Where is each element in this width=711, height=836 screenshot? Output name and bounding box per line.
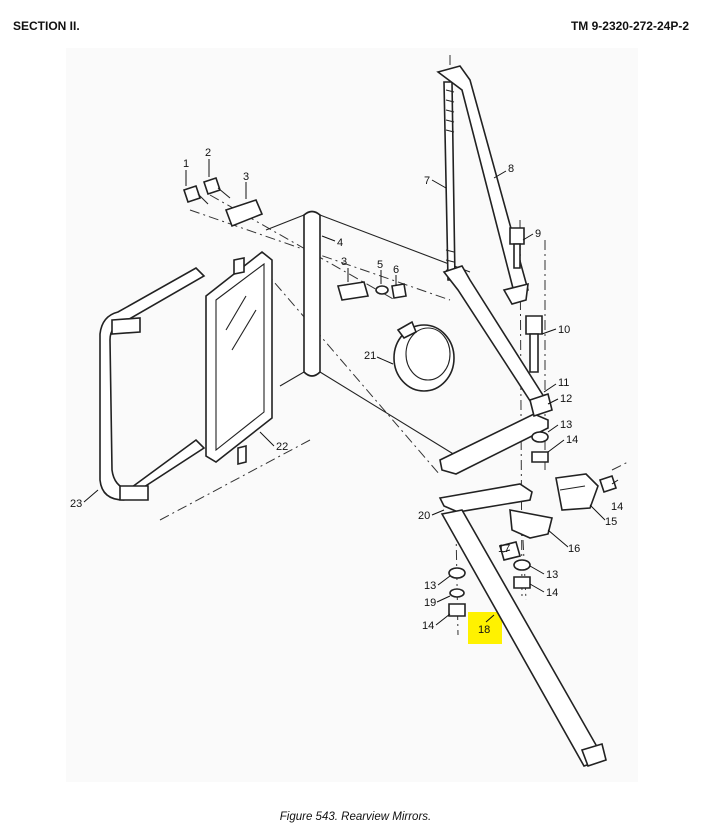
rod-7-thread — [445, 89, 455, 273]
convex-mirror-inner — [405, 327, 451, 381]
callout-13-upper: 13 — [560, 419, 572, 431]
washer-5 — [375, 285, 389, 295]
screw-2-head — [202, 176, 222, 196]
clamp-3-lower — [336, 281, 370, 301]
callout-14-lower-right: 14 — [546, 587, 558, 599]
callout-17: 17 — [498, 543, 510, 555]
mirror-arm-23 — [99, 267, 206, 501]
callout-21: 21 — [364, 350, 376, 362]
callout-13-left: 13 — [424, 580, 436, 592]
section-heading: SECTION II. — [13, 19, 80, 33]
callout-12: 12 — [560, 393, 572, 405]
bolt-10-shank — [529, 333, 539, 373]
bracket-20 — [438, 483, 533, 513]
bolt-17-head — [499, 541, 521, 561]
callout-10: 10 — [558, 324, 570, 336]
callout-7: 7 — [424, 175, 430, 187]
convex-mirror-stud — [396, 320, 418, 340]
callout-18: 18 — [478, 624, 490, 636]
washer-13-right — [513, 559, 531, 571]
mast-lines — [265, 214, 305, 387]
washer-13 — [531, 431, 549, 443]
callout-leaders — [83, 159, 619, 626]
arm-23-upper-plate — [111, 317, 141, 335]
mirror-reflection — [225, 295, 257, 351]
nut-14 — [531, 451, 549, 463]
mirror-head-22 — [205, 250, 273, 463]
arm-clamp-plate — [529, 392, 553, 418]
screw-2-shank — [217, 187, 231, 199]
nut-14-right — [598, 474, 618, 494]
brace-8-foot — [502, 282, 529, 305]
callout-8: 8 — [508, 163, 514, 175]
mast-tube — [303, 210, 321, 377]
mirror-head-bottom-stud — [237, 444, 247, 466]
callout-11: 11 — [558, 377, 569, 389]
callout-2: 2 — [205, 147, 211, 159]
mast-braces — [319, 214, 471, 456]
callout-18-highlight — [468, 612, 502, 644]
center-lines — [159, 55, 629, 636]
callout-labels: 1 2 3 4 3 5 6 7 8 9 10 11 12 13 14 21 22… — [70, 147, 623, 636]
callout-14-left: 14 — [422, 620, 434, 632]
callout-13-right: 13 — [546, 569, 558, 581]
bracket-16 — [509, 509, 553, 539]
mirror-head-top-stud — [233, 257, 245, 275]
washer-19 — [449, 588, 465, 598]
callout-15: 15 — [605, 516, 617, 528]
callout-1: 1 — [183, 158, 189, 170]
washer-13-left — [448, 567, 466, 579]
callout-22: 22 — [276, 441, 288, 453]
arm-23-lower-plate — [119, 485, 149, 501]
callout-3-lower: 3 — [341, 256, 347, 268]
callout-14-right: 14 — [611, 501, 623, 513]
callout-4: 4 — [337, 237, 343, 249]
plate-15-slot — [559, 485, 586, 491]
nut-14-left — [448, 603, 466, 617]
screw-1-head — [182, 184, 202, 204]
screw-1-shank — [197, 193, 209, 205]
nut-6 — [391, 283, 407, 299]
callout-20: 20 — [418, 510, 430, 522]
nut-14-lower-right — [513, 576, 531, 589]
callout-23: 23 — [70, 498, 82, 510]
callout-6: 6 — [393, 264, 399, 276]
figure-caption: Figure 543. Rearview Mirrors. — [279, 811, 432, 823]
plate-15 — [555, 473, 599, 511]
clamp-3-upper — [224, 199, 264, 228]
callout-3-upper: 3 — [243, 171, 249, 183]
callout-9: 9 — [535, 228, 541, 240]
callout-5: 5 — [377, 259, 383, 271]
tm-number: TM 9-2320-272-24P-2 — [570, 19, 689, 33]
bolt-10-head — [525, 315, 543, 335]
callout-19: 19 — [424, 597, 436, 609]
callout-14-upper: 14 — [566, 434, 578, 446]
brace-18-foot — [580, 742, 607, 768]
bolt-9-shank — [513, 243, 521, 269]
mirror-glass — [215, 262, 265, 452]
callout-16: 16 — [568, 543, 580, 555]
bolt-9-head — [509, 227, 525, 245]
